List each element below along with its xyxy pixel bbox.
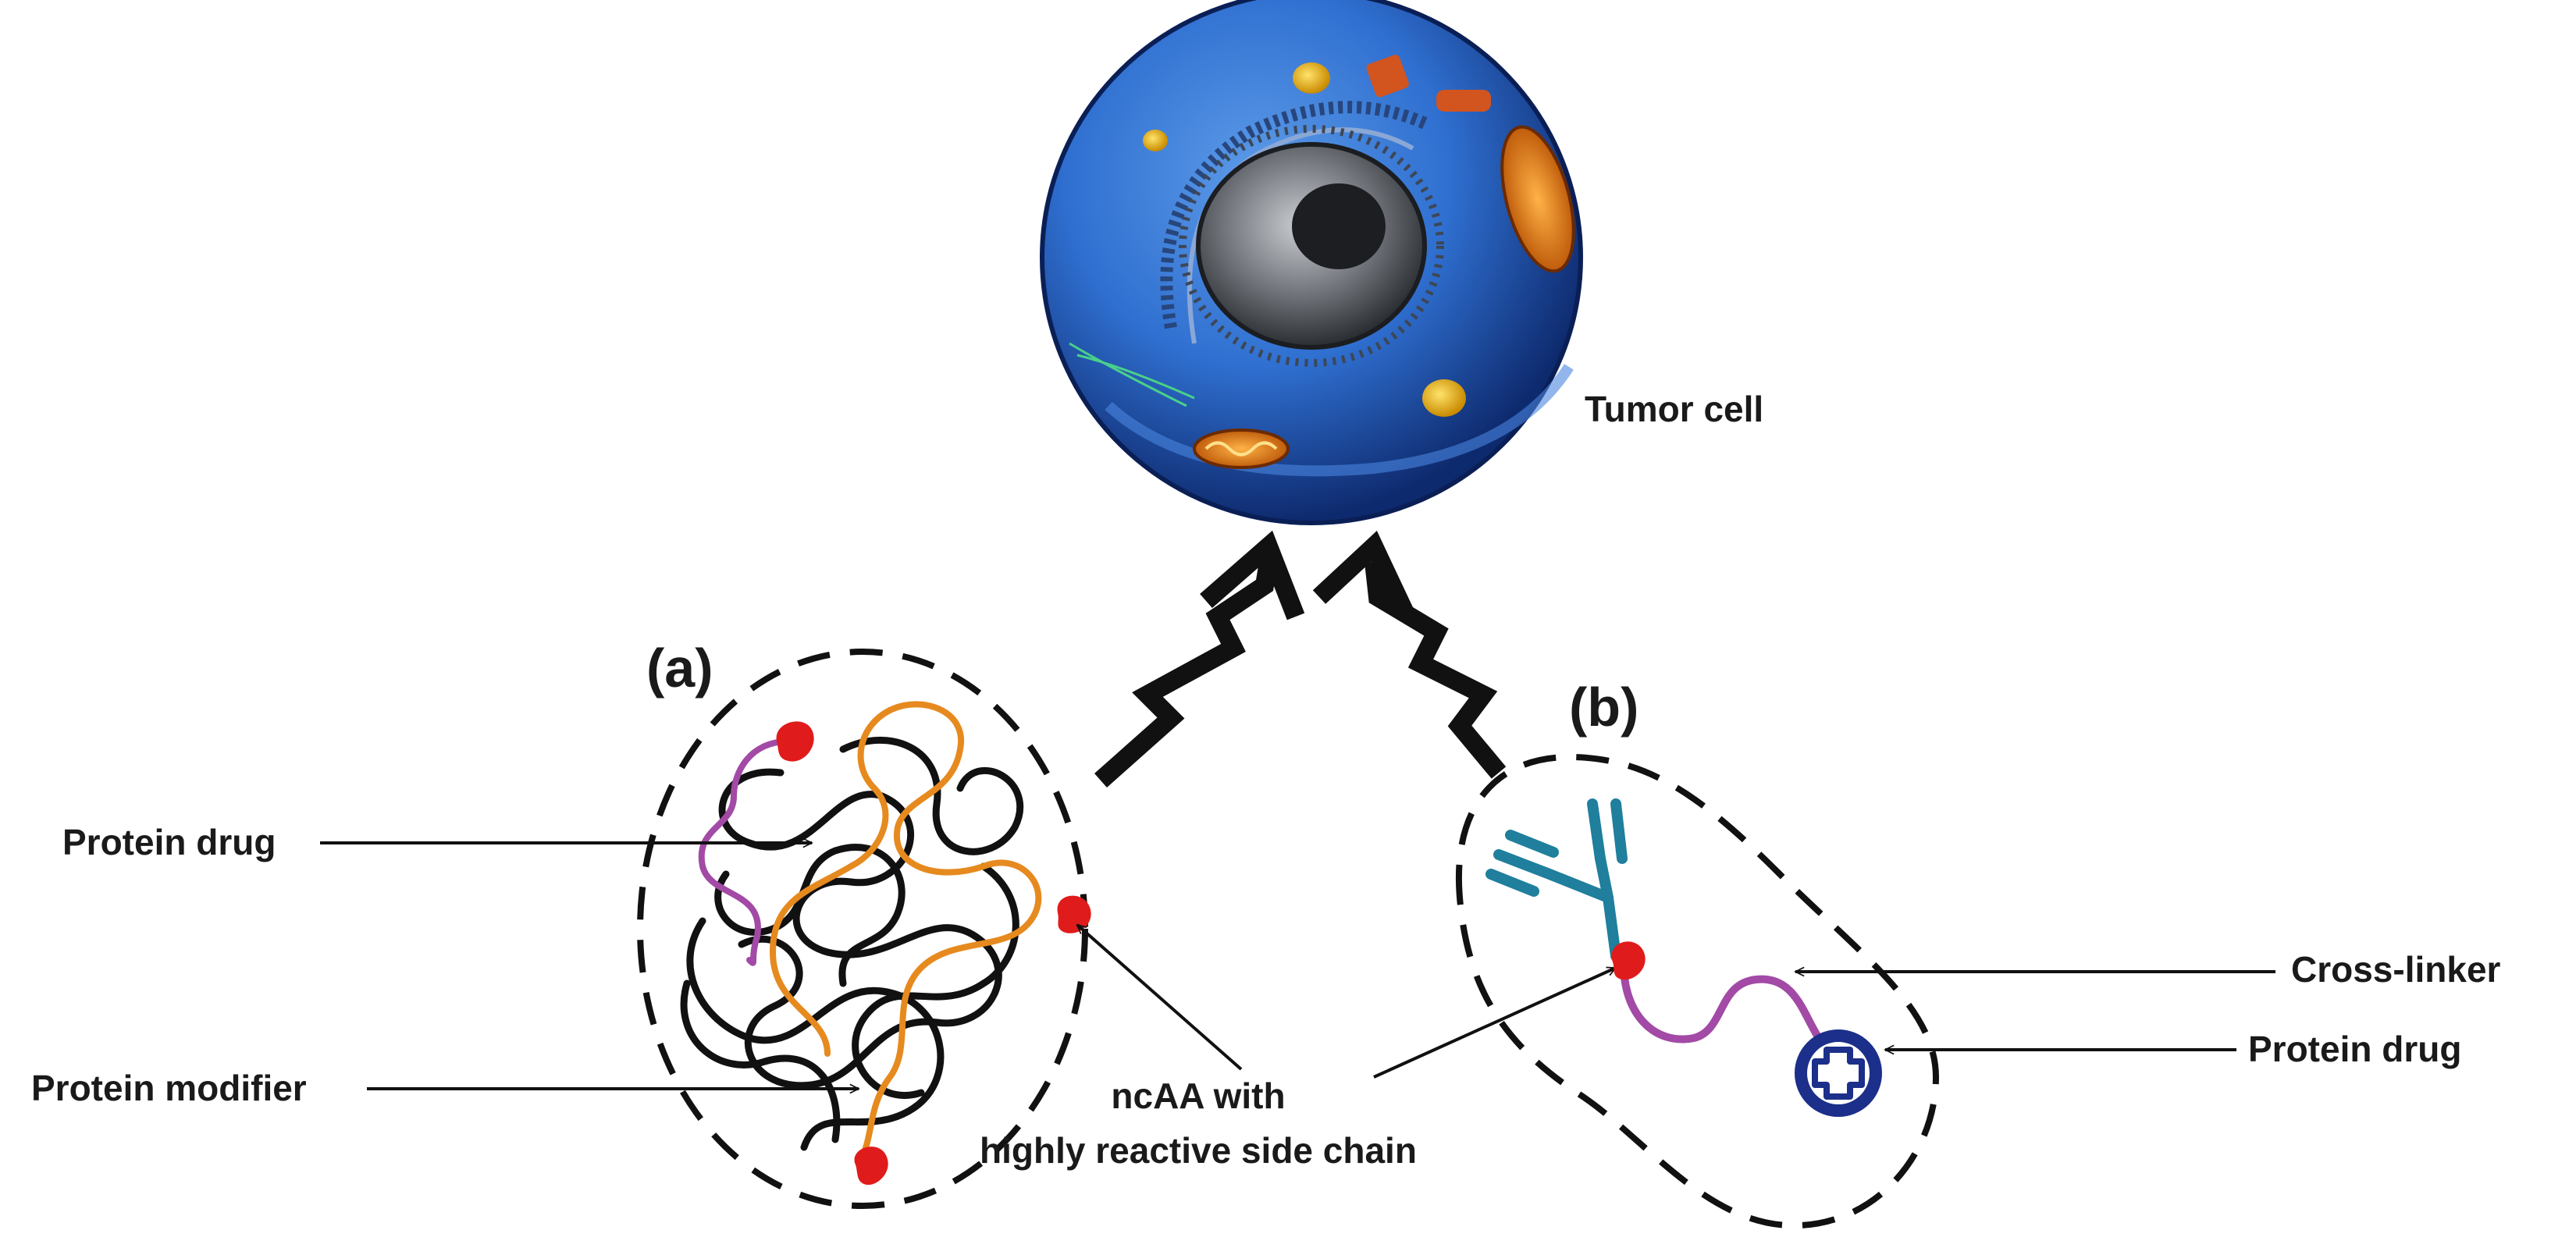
protein-drug-b-label: Protein drug bbox=[2248, 1029, 2461, 1069]
panel-a-label: (a) bbox=[646, 638, 713, 699]
panel-b-label: (b) bbox=[1569, 677, 1638, 738]
nucleus bbox=[1179, 125, 1444, 367]
linker-a bbox=[698, 738, 792, 966]
cross-linker-chain bbox=[1620, 960, 1823, 1043]
ncaa-arrow-a bbox=[1077, 923, 1243, 1071]
ncaa-label-line2: highly reactive side chain bbox=[980, 1130, 1417, 1171]
protein-modifier-label: Protein modifier bbox=[31, 1068, 307, 1108]
cross-linker-label: Cross-linker bbox=[2291, 949, 2501, 990]
ncaa-label-line1: ncAA with bbox=[1111, 1075, 1285, 1116]
protein-drug-a-label: Protein drug bbox=[62, 822, 276, 862]
ncaa-arrow-b bbox=[1373, 966, 1616, 1079]
antibody bbox=[1485, 798, 1628, 962]
protein-modifier-chain bbox=[770, 701, 1042, 1166]
ncaa-red-blob-b bbox=[1611, 941, 1646, 980]
ncaa-red-blobs-a bbox=[776, 721, 1091, 1186]
pathway-arrows bbox=[1094, 530, 1507, 787]
tumor-cell-label: Tumor cell bbox=[1585, 389, 1763, 429]
tumor-cell bbox=[1040, 0, 1583, 525]
panel-b-boundary bbox=[1455, 753, 1940, 1229]
protein-drug-b-ring bbox=[1795, 1029, 1882, 1117]
